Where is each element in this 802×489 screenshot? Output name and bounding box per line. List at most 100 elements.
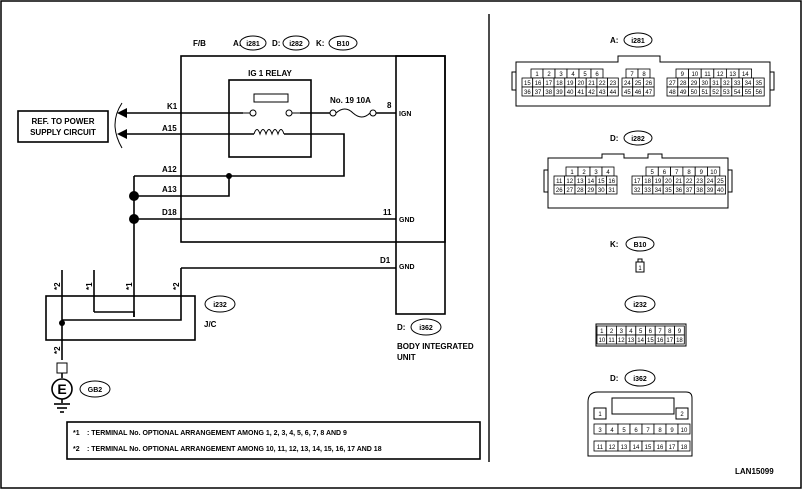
jc-star1-right: *1 xyxy=(125,282,134,290)
pin-number: 9 xyxy=(681,72,685,78)
body-unit-conn: D: xyxy=(397,323,405,332)
pin-number: 27 xyxy=(566,188,573,194)
conn-k-title-oval xyxy=(625,236,655,252)
pin-number: 6 xyxy=(663,170,667,176)
pin-number: 18 xyxy=(676,338,683,344)
conn-d-shell xyxy=(547,153,729,209)
pin-number: 14 xyxy=(587,179,594,185)
pin-number: 2 xyxy=(610,329,614,335)
conn-a-oval xyxy=(239,35,267,51)
wire-d1: D1 xyxy=(380,256,391,265)
pin-number: 12 xyxy=(618,338,625,344)
pin-number: 15 xyxy=(645,445,652,451)
pin-number: 6 xyxy=(595,72,599,78)
pin-number: 34 xyxy=(745,81,752,87)
relay-label: IG 1 RELAY xyxy=(248,69,292,78)
pin-number: 9 xyxy=(700,170,704,176)
pin-number: 7 xyxy=(630,72,634,78)
pin-number: 41 xyxy=(578,90,585,96)
conn-u-title-oval xyxy=(624,369,656,387)
pin-number: 16 xyxy=(657,445,664,451)
pin-number: 17 xyxy=(666,338,673,344)
pin-number: 29 xyxy=(691,81,698,87)
jc-star1-left: *1 xyxy=(85,282,94,290)
pin-number: 18 xyxy=(681,445,688,451)
pin-number: 19 xyxy=(655,179,662,185)
pin-number: 10 xyxy=(681,428,688,434)
pin-number: 15 xyxy=(524,81,531,87)
pin-number: 16 xyxy=(657,338,664,344)
conn-d-title-id: i282 xyxy=(631,136,645,143)
ref-line2: SUPPLY CIRCUIT xyxy=(30,128,96,137)
pin-number: 18 xyxy=(644,179,651,185)
pin-number: 14 xyxy=(637,338,644,344)
pin-number: 25 xyxy=(717,179,724,185)
note1-text: : TERMINAL No. OPTIONAL ARRANGEMENT AMON… xyxy=(87,430,347,437)
notes-box xyxy=(66,421,481,460)
pin-number: 22 xyxy=(599,81,606,87)
pin-number: 37 xyxy=(535,90,542,96)
pin-number: 7 xyxy=(658,329,662,335)
ref-arc xyxy=(114,102,123,149)
jc-star2-bottom: *2 xyxy=(53,346,62,354)
pin-number: 29 xyxy=(587,188,594,194)
pin-number: 5 xyxy=(583,72,587,78)
body-unit-id-oval xyxy=(410,318,442,336)
pin-number: 12 xyxy=(566,179,573,185)
pin-number: 5 xyxy=(639,329,643,335)
conn-d-id: i282 xyxy=(289,41,303,48)
jc-star2-right: *2 xyxy=(172,282,181,290)
terminal-gnd2: GND xyxy=(399,264,415,271)
pin-number: 1 xyxy=(570,170,574,176)
pin-number: 6 xyxy=(634,428,638,434)
pin-number: 10 xyxy=(599,338,606,344)
conn-k-title-id: B10 xyxy=(634,242,647,249)
conn-d-oval xyxy=(282,35,310,51)
pin-number: 8 xyxy=(642,72,646,78)
pin-number: 20 xyxy=(665,179,672,185)
wire-a15: A15 xyxy=(162,124,177,133)
pin-number: 24 xyxy=(624,81,631,87)
pin-number: 14 xyxy=(742,72,749,78)
jc-star2-left: *2 xyxy=(53,282,62,290)
pin-number: 17 xyxy=(634,179,641,185)
conn-a-id: i281 xyxy=(246,41,260,48)
conn-u-title: D: xyxy=(610,374,618,383)
pin-number: 4 xyxy=(610,428,614,434)
ref-line1: REF. TO POWER xyxy=(32,117,95,126)
pin-number: 9 xyxy=(670,428,674,434)
pin-cell xyxy=(674,334,685,345)
pin-number: 15 xyxy=(647,338,654,344)
conn-d-title-oval xyxy=(623,130,653,146)
conn-u-shell xyxy=(587,391,693,457)
pin-number: 1 xyxy=(600,329,604,335)
pin-number: 34 xyxy=(655,188,662,194)
pin-number: 50 xyxy=(691,90,698,96)
relay-contact-left xyxy=(249,109,257,117)
pin-number: 11 xyxy=(608,338,615,344)
pin-number: 24 xyxy=(707,179,714,185)
pin-number: 2 xyxy=(547,72,551,78)
wire-a13: A13 xyxy=(162,185,177,194)
jc-label: J/C xyxy=(204,320,217,329)
pin-number: 3 xyxy=(598,428,602,434)
conn-a-label: A: xyxy=(233,39,241,48)
pin-number: 46 xyxy=(635,90,642,96)
wire-k1: K1 xyxy=(167,102,178,111)
pin-number: 21 xyxy=(675,179,682,185)
conn-k-pin: 1 xyxy=(638,266,642,272)
relay-box xyxy=(228,79,312,158)
conn-j-shell xyxy=(595,323,687,347)
pin-number: 15 xyxy=(598,179,605,185)
pin-number: 1 xyxy=(535,72,539,78)
pin-number: 8 xyxy=(668,329,672,335)
pin-number: 36 xyxy=(524,90,531,96)
relay-armature xyxy=(253,93,289,103)
pin-number: 4 xyxy=(606,170,610,176)
pin-number: 11 xyxy=(597,445,604,451)
pin-number: 22 xyxy=(686,179,693,185)
conn-j-title-id: i232 xyxy=(633,302,647,309)
